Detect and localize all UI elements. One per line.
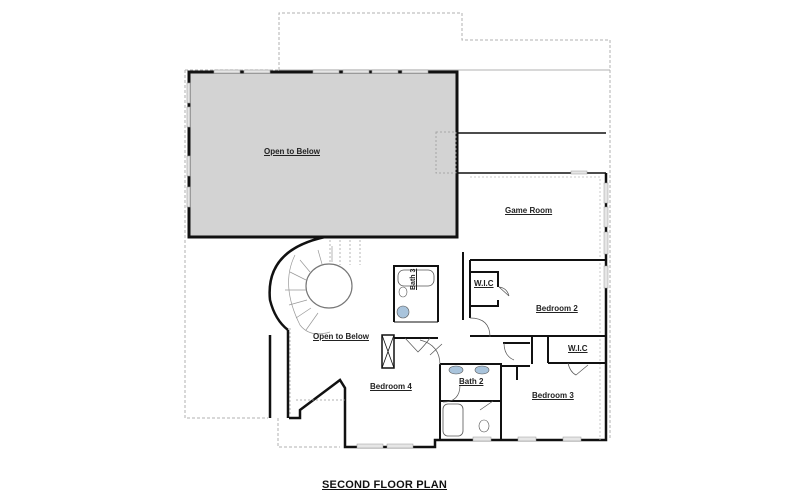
room-label-open-to-below-main: Open to Below: [264, 147, 320, 156]
interior-walls: [381, 252, 606, 440]
plan-title: SECOND FLOOR PLAN: [322, 479, 448, 491]
room-label-bedroom-4: Bedroom 4: [370, 382, 412, 391]
open-to-below-area: [187, 70, 459, 239]
room-label-bedroom-2: Bedroom 2: [536, 304, 578, 313]
room-label-bath-3: Bath 3: [410, 268, 417, 290]
room-label-game-room: Game Room: [505, 206, 553, 215]
windows-left: [186, 82, 191, 208]
room-label-wic-bedroom-3: W.I.C: [568, 344, 588, 353]
spiral-stair: [285, 240, 361, 415]
windows-bottom: [356, 436, 582, 449]
room-label-bedroom-3: Bedroom 3: [532, 391, 574, 400]
room-label-wic-bedroom-2: W.I.C: [474, 279, 494, 288]
door-swings: [404, 286, 589, 411]
windows-top: [213, 69, 429, 74]
room-label-bath-2: Bath 2: [459, 377, 484, 386]
fixtures: [396, 269, 490, 437]
room-label-open-to-below-stair: Open to Below: [313, 332, 369, 341]
